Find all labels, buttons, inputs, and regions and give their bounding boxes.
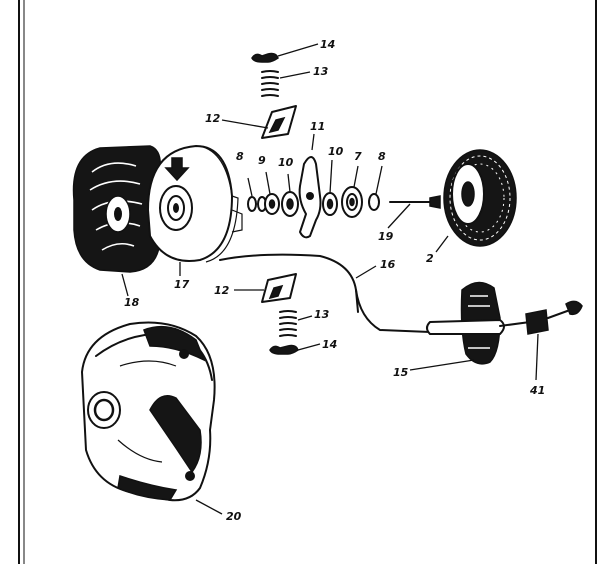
- callout-10-right: 10: [328, 145, 344, 158]
- part-8-retainer-right: [368, 165, 383, 211]
- part-10-washer-left: [281, 173, 299, 217]
- part-17-cup: [147, 145, 243, 276]
- callout-8-right: 8: [378, 150, 386, 163]
- callout-12-top: 12: [205, 112, 221, 125]
- callout-8-left: 8: [236, 150, 244, 163]
- callout-9: 9: [258, 154, 266, 167]
- callout-18: 18: [124, 296, 140, 309]
- part-14-wing-nut-lower: [269, 343, 321, 355]
- callout-41: 41: [529, 384, 545, 397]
- callout-17: 17: [174, 278, 190, 291]
- callout-11: 11: [310, 120, 325, 133]
- part-18-spring-housing: [72, 145, 162, 297]
- part-12-pawl-lower: [234, 273, 297, 303]
- part-8-washer-left: [247, 177, 267, 212]
- callout-7: 7: [354, 150, 362, 163]
- page-border: [18, 0, 597, 564]
- part-9-washer: [264, 171, 280, 215]
- part-41-cable-fitting: [499, 300, 583, 381]
- callout-12-lower: 12: [214, 284, 230, 297]
- callout-14-lower: 14: [322, 338, 337, 351]
- callout-20: 20: [226, 510, 242, 523]
- callout-10-left: 10: [278, 156, 294, 169]
- callout-16: 16: [380, 258, 396, 271]
- callout-19: 19: [378, 230, 394, 243]
- callout-labels: 14 13 12 11 8 9 10 10 7 8 19 2 18 17 12 …: [124, 38, 545, 523]
- callout-15: 15: [393, 366, 409, 379]
- callout-13-lower: 13: [314, 308, 330, 321]
- callout-13-top: 13: [313, 65, 329, 78]
- callout-14-top: 14: [320, 38, 335, 51]
- part-15-control-handle: [409, 281, 505, 371]
- part-11-brake-spring: [298, 133, 322, 239]
- part-13-spring-top: [261, 70, 311, 97]
- part-13-spring-lower: [279, 310, 313, 337]
- callout-2: 2: [426, 252, 434, 265]
- part-19-screw: [387, 195, 441, 229]
- part-16-cable: [219, 253, 431, 333]
- part-2-pulley: [435, 149, 517, 253]
- part-10-washer-right: [322, 159, 338, 216]
- part-20-starter-housing: [81, 321, 223, 515]
- part-12-pawl-top: [221, 105, 297, 139]
- part-7-washer: [341, 165, 363, 218]
- part-14-wing-nut-top: [251, 43, 319, 63]
